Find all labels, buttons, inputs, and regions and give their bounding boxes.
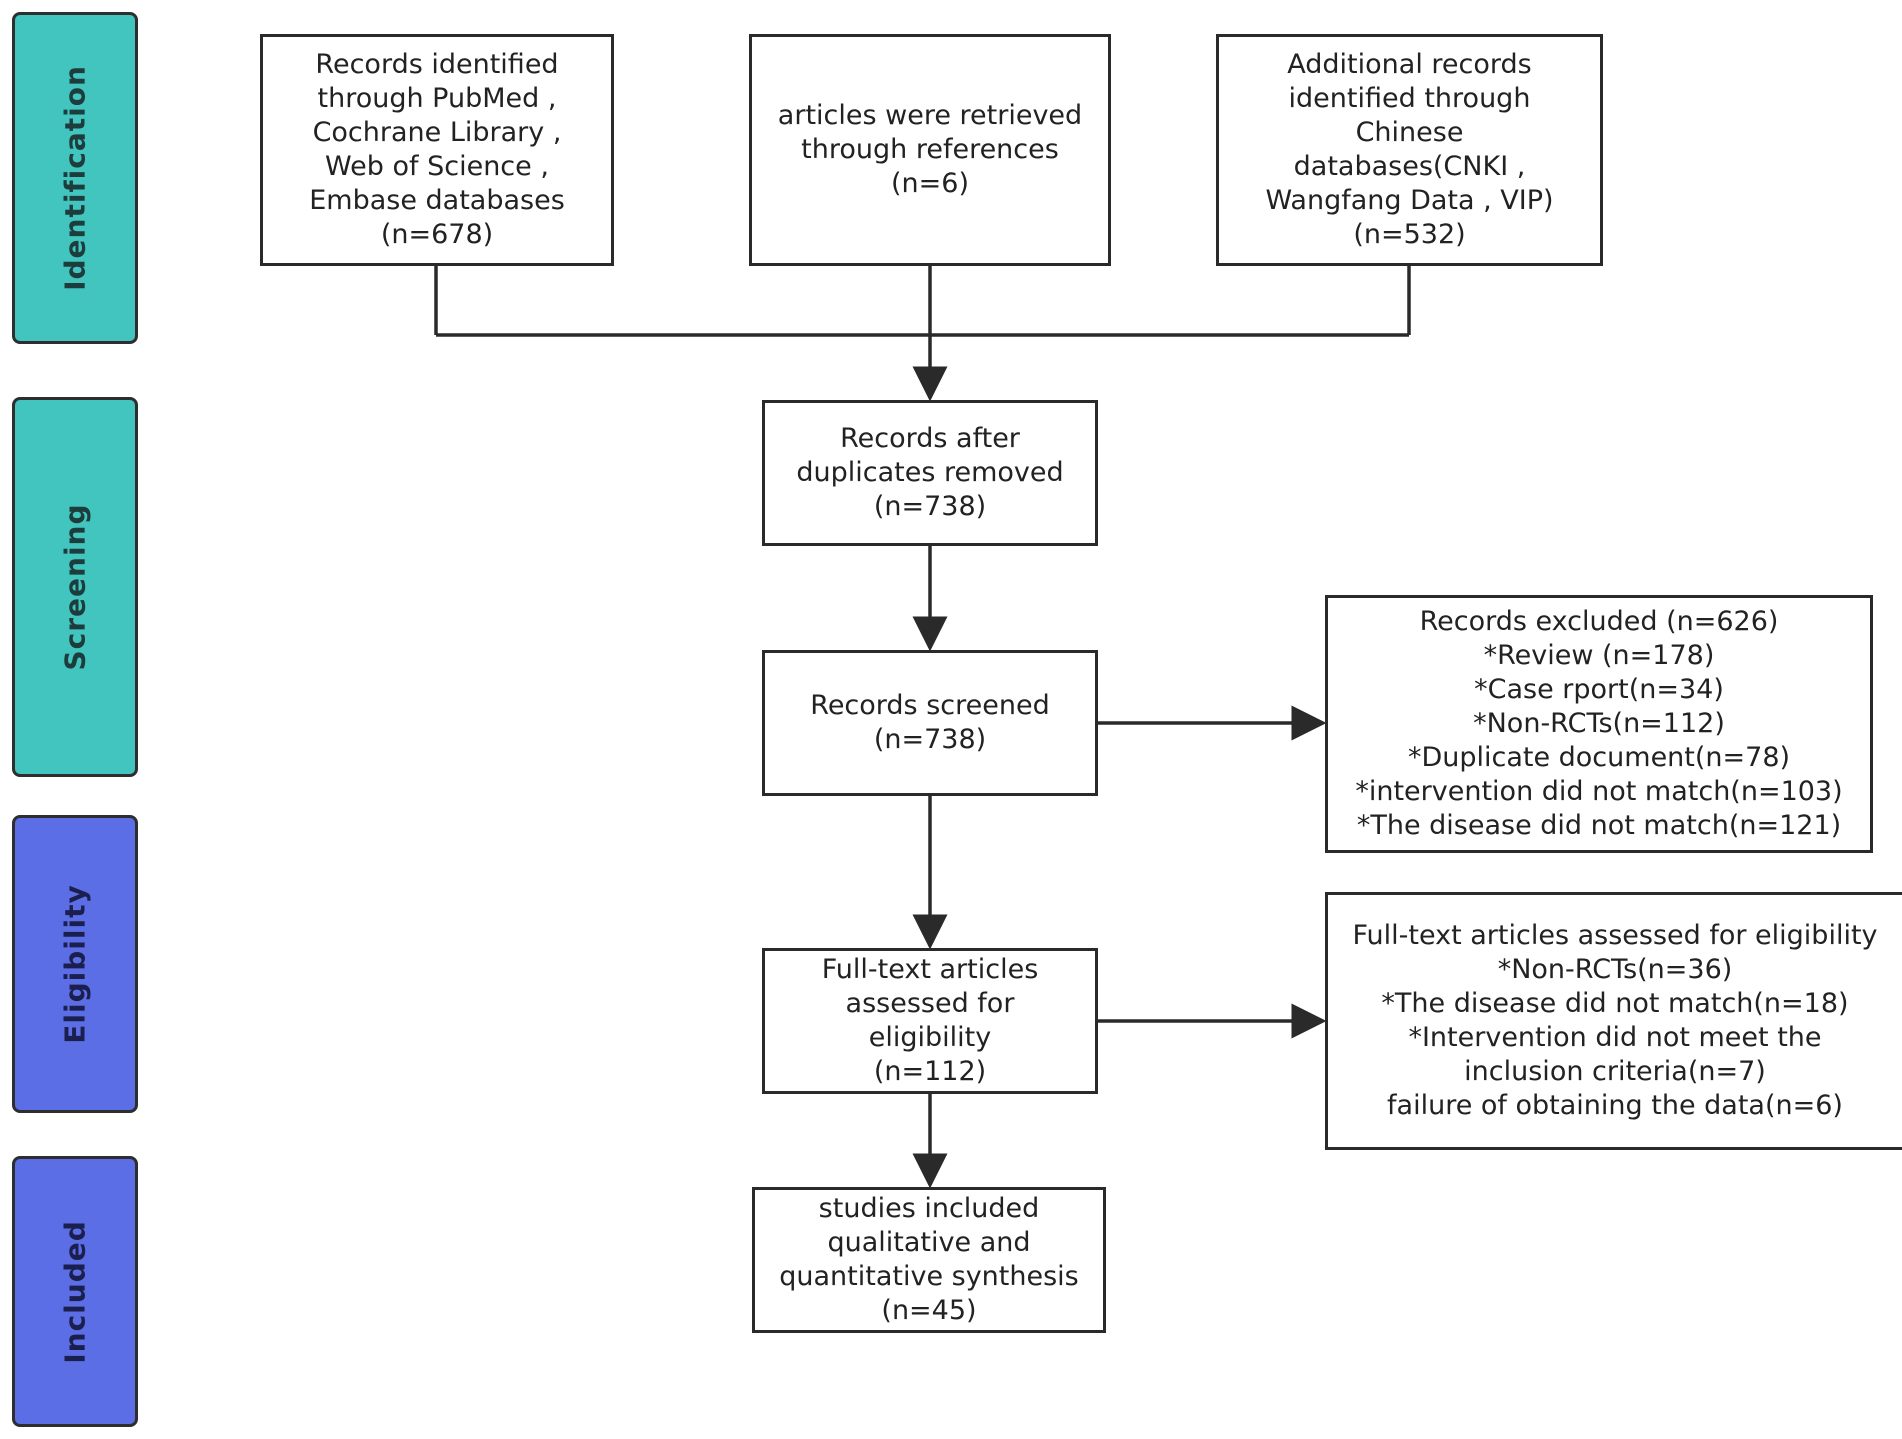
box-line: Cochrane Library , — [312, 117, 562, 148]
phase-included: Included — [12, 1156, 138, 1427]
box-fulltext-excluded: Full-text articles assessed for eligibil… — [1325, 892, 1902, 1150]
box-line: *Non-RCTs(n=112) — [1473, 708, 1725, 739]
box-line: databases(CNKI , — [1293, 151, 1526, 182]
box-line: Full-text articles — [821, 954, 1039, 985]
box-line: articles were retrieved — [777, 100, 1083, 131]
box-records-chinese-databases: Additional records identified through Ch… — [1216, 34, 1603, 266]
box-line: identified through — [1288, 83, 1531, 114]
box-fulltext-assessed: Full-text articles assessed for eligibil… — [762, 948, 1098, 1094]
box-studies-included: studies included qualitative and quantit… — [752, 1187, 1106, 1333]
phase-eligibility: Eligibility — [12, 815, 138, 1113]
box-line: (n=738) — [873, 491, 987, 522]
box-line: qualitative and — [827, 1227, 1031, 1258]
box-line: (n=738) — [873, 724, 987, 755]
box-line: Records screened — [810, 690, 1050, 721]
phase-identification: Identification — [12, 12, 138, 344]
box-records-after-duplicates: Records after duplicates removed (n=738) — [762, 400, 1098, 546]
box-line: through references — [801, 134, 1059, 165]
box-line: *Non-RCTs(n=36) — [1497, 954, 1733, 985]
box-line: duplicates removed — [796, 457, 1064, 488]
box-line: Web of Science , — [325, 151, 549, 182]
phase-screening: Screening — [12, 397, 138, 777]
box-line: Records after — [840, 423, 1020, 454]
box-line: Records excluded (n=626) — [1419, 606, 1779, 637]
box-line: assessed for — [845, 988, 1015, 1019]
box-line: *Duplicate document(n=78) — [1407, 742, 1791, 773]
box-line: *Intervention did not meet the — [1408, 1022, 1822, 1053]
box-line: through PubMed , — [317, 83, 557, 114]
box-line: *The disease did not match(n=121) — [1356, 810, 1842, 841]
box-line: failure of obtaining the data(n=6) — [1387, 1090, 1843, 1121]
prisma-flow-diagram: Identification Screening Eligibility Inc… — [12, 12, 1902, 1427]
box-line: inclusion criteria(n=7) — [1464, 1056, 1766, 1087]
box-line: (n=112) — [873, 1056, 987, 1087]
box-line: Full-text articles assessed for eligibil… — [1352, 920, 1878, 951]
box-line: (n=678) — [380, 219, 494, 250]
box-line: quantitative synthesis — [779, 1261, 1079, 1292]
box-line: Embase databases — [309, 185, 565, 216]
box-line: *Review (n=178) — [1483, 640, 1715, 671]
box-line: Wangfang Data , VIP) — [1265, 185, 1554, 216]
box-line: (n=6) — [891, 168, 969, 199]
box-records-excluded: Records excluded (n=626) *Review (n=178)… — [1325, 595, 1873, 853]
box-line: (n=532) — [1353, 219, 1466, 250]
box-line: *intervention did not match(n=103) — [1355, 776, 1843, 807]
box-line: Additional records — [1287, 49, 1532, 80]
box-line: *Case rport(n=34) — [1474, 674, 1724, 705]
box-line: Records identified — [315, 49, 559, 80]
box-records-pubmed: Records identified through PubMed , Coch… — [260, 34, 614, 266]
box-line: eligibility — [868, 1022, 992, 1053]
box-line: (n=45) — [881, 1295, 977, 1326]
box-line: *The disease did not match(n=18) — [1381, 988, 1849, 1019]
box-line: studies included — [818, 1193, 1040, 1224]
box-line: Chinese — [1355, 117, 1464, 148]
box-records-screened: Records screened (n=738) — [762, 650, 1098, 796]
box-articles-references: articles were retrieved through referenc… — [749, 34, 1111, 266]
connectors — [434, 266, 1411, 1189]
